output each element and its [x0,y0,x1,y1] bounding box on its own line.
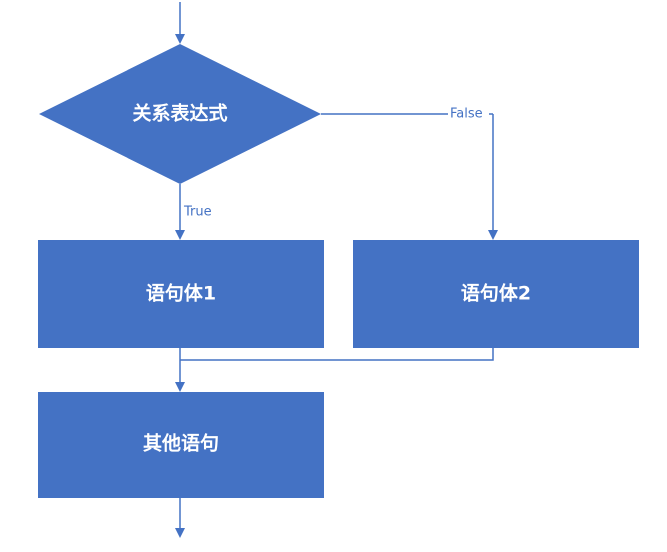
false-branch-label: False [450,107,483,122]
other-statements-label: 其他语句 [143,432,219,455]
statement-body-1-box [38,240,324,348]
decision-diamond [39,44,321,184]
decision-label: 关系表达式 [132,102,227,125]
statement-body-2-box [353,240,639,348]
true-branch-label: True [183,205,212,220]
statement-body-2-label: 语句体2 [461,282,531,305]
body2-merge-line [180,348,494,361]
statement-body-1-label: 语句体1 [146,282,216,305]
other-statements-box [38,392,324,498]
